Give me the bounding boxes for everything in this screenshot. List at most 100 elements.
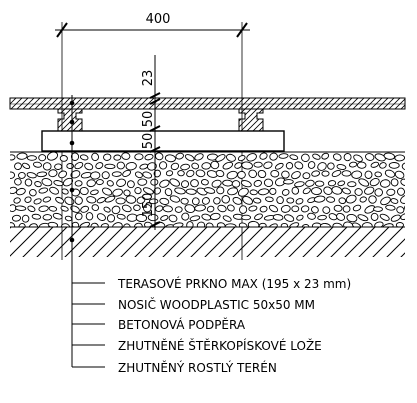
gravel-stone bbox=[390, 214, 401, 222]
gravel-stone bbox=[14, 162, 22, 170]
gravel-stone bbox=[53, 180, 64, 187]
gravel-stone bbox=[101, 187, 113, 196]
gravel-stone bbox=[46, 152, 59, 161]
joist-profile-right bbox=[238, 108, 264, 132]
gravel-stone bbox=[361, 222, 373, 227]
gravel-stone bbox=[206, 205, 215, 213]
gravel-stone bbox=[42, 196, 52, 203]
gravel-stone bbox=[29, 189, 37, 197]
gravel-stone bbox=[103, 153, 112, 161]
gravel-stone bbox=[321, 152, 330, 160]
gravel-stone bbox=[248, 205, 258, 212]
gravel-stone bbox=[364, 170, 373, 179]
gravel-stone bbox=[133, 204, 141, 212]
gravel-stone bbox=[394, 154, 405, 162]
gravel-stone bbox=[210, 160, 220, 170]
gravel-stone bbox=[64, 196, 75, 206]
gravel-stone bbox=[155, 152, 164, 161]
gravel-stone bbox=[213, 197, 221, 205]
gravel-stone bbox=[237, 170, 246, 179]
gravel-stone bbox=[404, 203, 405, 212]
gravel-stone bbox=[341, 170, 352, 177]
gravel-stone bbox=[280, 222, 289, 227]
gravel-stone bbox=[336, 212, 346, 221]
gravel-stone bbox=[113, 154, 122, 161]
gravel-stone bbox=[90, 189, 99, 196]
gravel-stone bbox=[268, 204, 279, 213]
gravel-stone bbox=[280, 204, 291, 213]
gravel-stone bbox=[270, 169, 280, 178]
gravel-stone bbox=[181, 212, 190, 221]
gravel-stone bbox=[263, 178, 274, 187]
gravel-stone bbox=[269, 152, 278, 161]
gravel-stone bbox=[123, 223, 131, 227]
gravel-stone bbox=[311, 206, 319, 214]
gravel-stone bbox=[253, 161, 263, 168]
gravel-stone bbox=[121, 204, 132, 213]
gravel-stone bbox=[32, 161, 43, 168]
gravel-stone bbox=[333, 204, 343, 212]
gravel-stone bbox=[96, 213, 106, 221]
gravel-stone bbox=[217, 204, 227, 213]
gravel-stone bbox=[203, 187, 216, 194]
gravel-stone bbox=[379, 179, 391, 188]
gravel-stone bbox=[222, 179, 234, 187]
gravel-stone bbox=[209, 212, 221, 221]
gravel-stone bbox=[317, 162, 327, 171]
gravel-stone bbox=[175, 152, 184, 160]
gravel-stone bbox=[66, 163, 75, 169]
gravel-stone bbox=[180, 180, 190, 188]
gravel-stone bbox=[369, 178, 380, 187]
gravel-stone bbox=[253, 179, 262, 187]
gravel-stone bbox=[165, 224, 176, 227]
gravel-stone bbox=[36, 171, 48, 178]
gravel-stone bbox=[259, 205, 268, 213]
legend-item: ZHUTNĚNÉ ŠTĚRKOPÍSKOVÉ LOŽE bbox=[118, 338, 322, 353]
gravel-stone bbox=[358, 178, 370, 187]
gravel-stone bbox=[265, 196, 274, 203]
gravel-stone bbox=[239, 205, 248, 214]
gravel-stone bbox=[42, 214, 53, 221]
gravel-stone bbox=[79, 221, 90, 227]
gravel-stone bbox=[373, 206, 383, 212]
gravel-stone bbox=[10, 154, 16, 161]
gravel-stone bbox=[85, 212, 94, 221]
gravel-stone bbox=[106, 180, 114, 187]
gravel-stone bbox=[370, 161, 380, 168]
gravel-stone bbox=[332, 153, 342, 161]
gravel-stone bbox=[136, 196, 146, 204]
gravel-stone bbox=[342, 205, 351, 213]
gravel-stone bbox=[153, 169, 161, 178]
gravel-stone bbox=[61, 188, 69, 195]
gravel-stone bbox=[249, 189, 258, 196]
gravel-stone bbox=[10, 186, 18, 195]
gravel-stone bbox=[394, 170, 405, 179]
gravel-stone bbox=[276, 196, 284, 205]
gravel-stone bbox=[248, 169, 258, 178]
gravel-stone bbox=[317, 214, 327, 221]
gravel-stone bbox=[269, 187, 277, 195]
gravel-stone bbox=[191, 197, 200, 206]
gravel-stone bbox=[142, 187, 154, 195]
gravel-stone bbox=[365, 153, 375, 161]
gravel-stone bbox=[242, 196, 253, 205]
gravel-stone bbox=[311, 187, 322, 196]
gravel-stone bbox=[159, 161, 168, 170]
gravel-stone bbox=[294, 181, 305, 188]
gravel-stone bbox=[240, 180, 252, 188]
gravel-stone bbox=[345, 194, 357, 204]
gravel-stone bbox=[346, 213, 358, 223]
gravel-stone bbox=[272, 214, 284, 221]
gravel-stone bbox=[49, 186, 60, 195]
gravel-stone bbox=[281, 170, 290, 179]
gravel-stone bbox=[116, 161, 125, 170]
gravel-stone bbox=[70, 170, 81, 179]
gravel-stone bbox=[164, 154, 176, 163]
gravel-stone bbox=[348, 161, 358, 168]
gravel-stone bbox=[331, 170, 342, 177]
gravel-stone bbox=[390, 178, 399, 187]
gravel-stone bbox=[343, 153, 352, 162]
gravel-stone bbox=[15, 187, 26, 196]
gravel-stone bbox=[48, 205, 58, 212]
gravel-stone bbox=[24, 178, 33, 187]
